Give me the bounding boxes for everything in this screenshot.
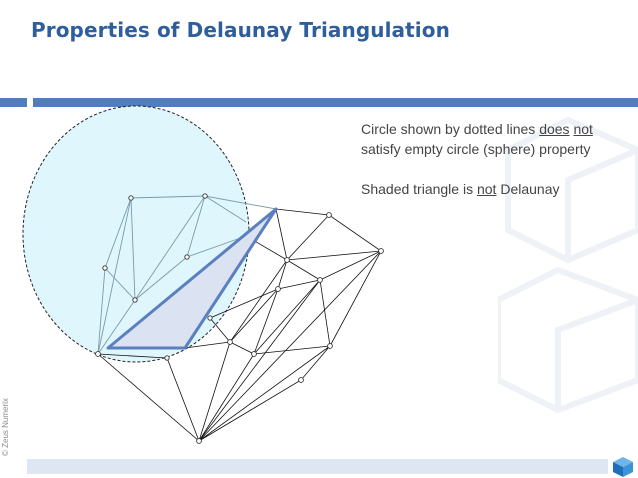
notes-text: Circle shown by dotted lines does not sa…: [361, 119, 626, 199]
watermark-pattern: [498, 116, 638, 414]
title-rule: [33, 98, 638, 107]
footer-bar: [27, 459, 608, 474]
outer-mesh: [97, 208, 382, 442]
title-rule-left: [0, 98, 27, 107]
note-circle: Circle shown by dotted lines does not sa…: [361, 121, 593, 157]
copyright-text: © Zeus Numerix: [1, 398, 10, 456]
non-delaunay-triangle: [106, 207, 278, 350]
mesh-nodes: [95, 193, 384, 444]
inner-mesh: [97, 195, 277, 355]
cube-logo-icon: [613, 457, 633, 477]
slide-title: Properties of Delaunay Triangulation: [31, 18, 450, 42]
note-triangle: Shaded triangle is not Delaunay: [361, 181, 560, 197]
